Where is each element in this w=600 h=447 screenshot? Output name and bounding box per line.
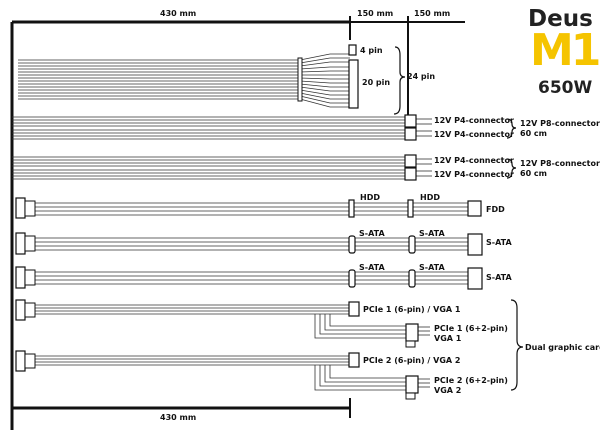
- label-dual-graphic-card: Dual graphic card: [525, 343, 600, 352]
- cpu-cable-1: [12, 116, 432, 140]
- label-hdd-2: HDD: [420, 193, 440, 202]
- label-pcie2-sub2: VGA 2: [434, 386, 462, 395]
- hdd-cable: [35, 202, 468, 216]
- pcie-cable-2: [35, 355, 430, 397]
- label-cpu2-length: 60 cm: [520, 169, 547, 178]
- label-sata1-end: S-ATA: [486, 238, 512, 247]
- sata-cable-1: [35, 237, 468, 251]
- dim-top-ext2: 150 mm: [414, 9, 451, 18]
- atx-brace: [393, 46, 406, 115]
- label-cpu1-combined: 12V P8-connector: [520, 119, 600, 128]
- label-cpu2-b: 12V P4-connector: [434, 170, 514, 179]
- label-cpu2-combined: 12V P8-connector: [520, 159, 600, 168]
- brand-wattage: 650W: [538, 78, 593, 98]
- cpu-cable-2: [12, 156, 432, 180]
- label-hdd-1: HDD: [360, 193, 380, 202]
- hdd-psu-plug: [15, 197, 26, 219]
- label-cpu1-length: 60 cm: [520, 129, 547, 138]
- label-cpu1-b: 12V P4-connector: [434, 130, 514, 139]
- label-pcie1-sub: PCIe 1 (6+2-pin): [434, 324, 508, 333]
- atx-20pin-plug: [348, 59, 359, 109]
- label-cpu1-a: 12V P4-connector: [434, 116, 514, 125]
- brand-name: Deus: [528, 6, 593, 32]
- dual-gpu-brace: [510, 299, 524, 391]
- atx-cable-bundle: [18, 53, 350, 108]
- label-sata2-c1: S-ATA: [359, 263, 385, 272]
- sata-cable-2: [35, 271, 468, 285]
- dim-top-main: 430 mm: [160, 9, 197, 18]
- label-pcie2-sub: PCIe 2 (6+2-pin): [434, 376, 508, 385]
- label-sata2-end: S-ATA: [486, 273, 512, 282]
- cpu2-brace: [506, 158, 517, 179]
- hdd-molex-1: [348, 199, 355, 218]
- hdd-molex-2: [407, 199, 414, 218]
- dim-top-ext1: 150 mm: [357, 9, 394, 18]
- dimension-lines: [10, 16, 465, 430]
- label-pcie1-sub2: VGA 1: [434, 334, 462, 343]
- brand-model: M1: [530, 25, 600, 76]
- label-pcie1-main: PCIe 1 (6-pin) / VGA 1: [363, 305, 461, 314]
- label-sata1-c2: S-ATA: [419, 229, 445, 238]
- label-pcie2-main: PCIe 2 (6-pin) / VGA 2: [363, 356, 461, 365]
- label-cpu2-a: 12V P4-connector: [434, 156, 514, 165]
- label-sata1-c1: S-ATA: [359, 229, 385, 238]
- fdd-plug: [467, 200, 482, 217]
- cpu1-brace: [506, 118, 517, 139]
- label-20pin: 20 pin: [362, 78, 391, 87]
- atx-4pin-plug: [348, 44, 357, 56]
- label-24pin: 24 pin: [407, 72, 436, 81]
- label-sata2-c2: S-ATA: [419, 263, 445, 272]
- label-4pin: 4 pin: [360, 46, 383, 55]
- dim-bottom-main: 430 mm: [160, 413, 197, 422]
- pcie-cable-1: [35, 304, 430, 345]
- label-fdd: FDD: [486, 205, 505, 214]
